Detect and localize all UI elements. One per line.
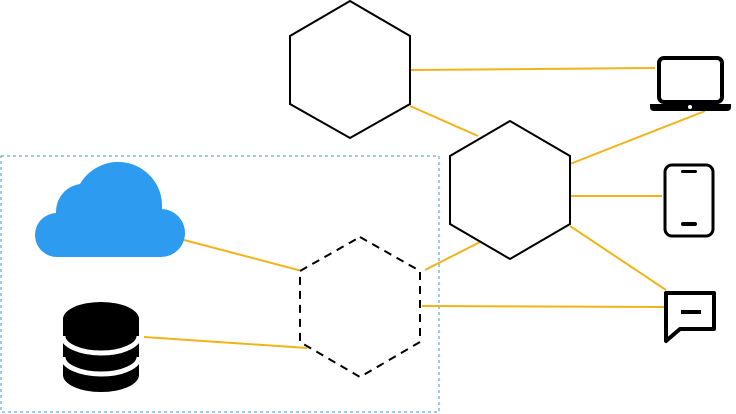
hex-dashed-node[interactable] bbox=[299, 235, 421, 379]
connectors bbox=[143, 67, 706, 349]
edge-hex-top-laptop bbox=[410, 67, 656, 71]
hex-center-node[interactable] bbox=[449, 119, 571, 261]
chat-icon bbox=[664, 291, 716, 343]
edge-cloud-hex-dashed bbox=[183, 239, 303, 272]
local-group-region bbox=[0, 155, 440, 413]
cloud-icon bbox=[34, 162, 186, 258]
edge-hex-dashed-chat bbox=[421, 305, 666, 308]
edge-database-hex-dashed bbox=[143, 336, 308, 349]
smartphone-icon bbox=[663, 163, 715, 238]
laptop-icon bbox=[650, 56, 731, 111]
database-icon bbox=[60, 302, 142, 392]
hex-top-node[interactable] bbox=[289, 0, 411, 140]
edge-hex-top-hex-center bbox=[409, 105, 479, 137]
edge-hex-center-chat bbox=[569, 225, 667, 291]
edge-hex-center-hex-dashed bbox=[424, 241, 481, 271]
edge-hex-center-laptop bbox=[569, 110, 706, 165]
